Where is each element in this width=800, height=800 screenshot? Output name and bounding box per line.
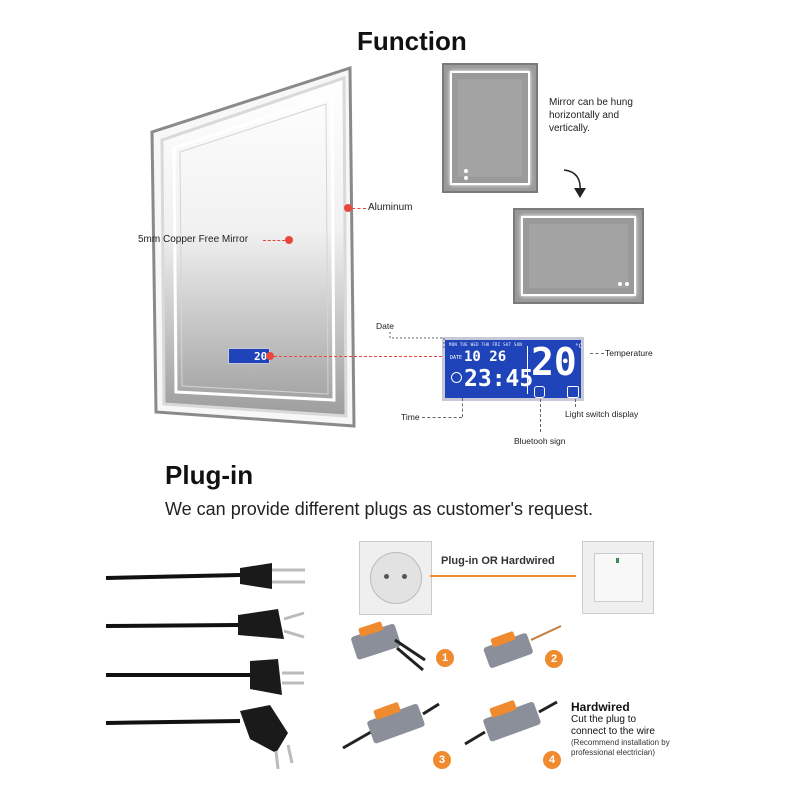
time-label: Time [401,412,420,422]
hardwired-line-2: connect to the wire [571,726,655,737]
step-1-badge: 1 [436,649,454,667]
lcd-display: MON TUE WED THU FRI SAT SUN DATE 10 26 2… [442,337,584,401]
lcd-days: MON TUE WED THU FRI SAT SUN [449,342,523,347]
light-switch-leader [575,399,576,407]
connector-3-icon [342,702,440,750]
copper-free-marker-icon [285,236,293,244]
bluetooth-label: Bluetooh sign [514,436,566,446]
plug-cables [105,563,305,770]
aluminum-marker-icon [344,204,352,212]
display-marker-icon [266,352,274,360]
temperature-leader [590,353,604,354]
hardwired-title: Hardwired [571,700,630,714]
hardwired-line-1: Cut the plug to [571,714,637,725]
lcd-date: 10 26 [464,349,507,365]
mini-temp: 20 [254,350,268,363]
plugin-option-label: Plug-in OR Hardwired [438,555,558,567]
vertical-mirror [442,63,538,193]
hardwired-note: (Recommend installation by professional … [571,738,670,757]
aluminum-label: Aluminum [368,202,413,213]
plugin-or-hardwired-line [430,575,576,577]
mirror-mini-display: 20 [228,348,270,364]
aluminum-leader [352,208,366,209]
lcd-bluetooth-icon [534,386,545,398]
display-leader [274,356,442,357]
us-plug-icon [106,659,304,695]
light-switch-label: Light switch display [565,409,639,419]
hardwired-instructions: Cut the plug to connect to the wire [571,714,655,738]
copper-free-leader [263,240,285,241]
rotate-arrow-icon [563,169,586,198]
bluetooth-leader [540,399,541,432]
temperature-label: Temperature [605,348,653,358]
lcd-clock-icon [451,372,462,383]
lcd-time: 23:45 [464,366,534,392]
copper-free-label: 5mm Copper Free Mirror [138,234,249,245]
plugin-title: Plug-in [165,460,254,490]
hang-note: Mirror can be hung horizontally and vert… [549,97,633,134]
lcd-temp-unit: °C [575,343,583,350]
eu-plug-icon [105,563,305,589]
horizontal-mirror [513,208,644,304]
lcd-light-icon [567,386,579,398]
step-3-badge: 3 [433,751,451,769]
lcd-temp: 20 [531,340,577,384]
angled-plug-icon [105,705,294,770]
step-2-badge: 2 [545,650,563,668]
wall-socket [359,541,432,615]
date-leader [389,332,445,348]
connector-4-icon [464,700,558,746]
plugin-subtitle: We can provide different plugs as custom… [165,499,593,519]
date-label: Date [376,321,394,331]
au-plug-icon [105,609,305,639]
connector-2-icon [483,625,562,668]
step-4-badge: 4 [543,751,561,769]
large-mirror [150,65,356,428]
time-leader [422,417,462,418]
function-title: Function [357,26,467,56]
wire-connectors [342,621,562,750]
wall-switch [582,541,654,614]
connector-1-icon [351,621,426,672]
lcd-date-tag: DATE [450,355,463,361]
